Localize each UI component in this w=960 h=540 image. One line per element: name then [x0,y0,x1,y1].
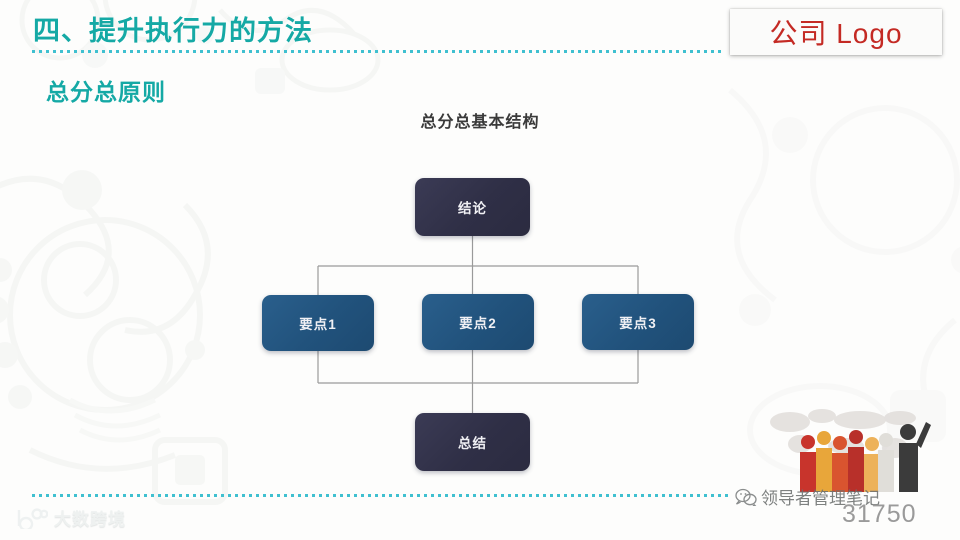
diagram-node-summary-label: 总结 [458,436,487,451]
diagram-node-point-1-label: 要点1 [299,317,337,332]
diagram-node-point-3-label: 要点3 [619,316,657,331]
company-logo-label: 公司 Logo [769,18,903,49]
page-title: 四、提升执行力的方法 [33,16,313,46]
brand-mark-icon [17,507,48,529]
wechat-icon [735,488,757,506]
diagram-node-conclusion[interactable]: 结论 [415,178,530,236]
watermark-bottom-left-label: 大数跨境 [54,510,126,529]
footer-divider [32,494,732,497]
slide-header: 四、提升执行力的方法 总分总原则 [0,0,960,105]
watermark-number: 31750 [842,500,917,528]
diagram-node-conclusion-label: 结论 [458,201,487,216]
watermark-bottom-left: 大数跨境 [14,505,126,530]
diagram-node-summary[interactable]: 总结 [415,413,530,471]
diagram-node-point-2[interactable]: 要点2 [422,294,534,350]
diagram-title: 总分总基本结构 [420,114,540,131]
diagram-node-point-3[interactable]: 要点3 [582,294,694,350]
page-subtitle: 总分总原则 [46,79,166,105]
diagram-node-point-2-label: 要点2 [459,316,497,331]
structure-diagram: 总分总基本结构 结论 [180,95,780,495]
diagram-connectors [317,236,639,413]
watermark-bottom-right: 领导者管理笔记 31750 [735,400,960,540]
diagram-node-point-1[interactable]: 要点1 [262,295,374,351]
people-world-map-illustration [770,409,931,492]
watermark-account-row: 领导者管理笔记 [735,484,880,509]
title-divider [32,50,725,53]
company-logo-box: 公司 Logo [730,9,942,55]
watermark-account-label: 领导者管理笔记 [761,489,880,508]
